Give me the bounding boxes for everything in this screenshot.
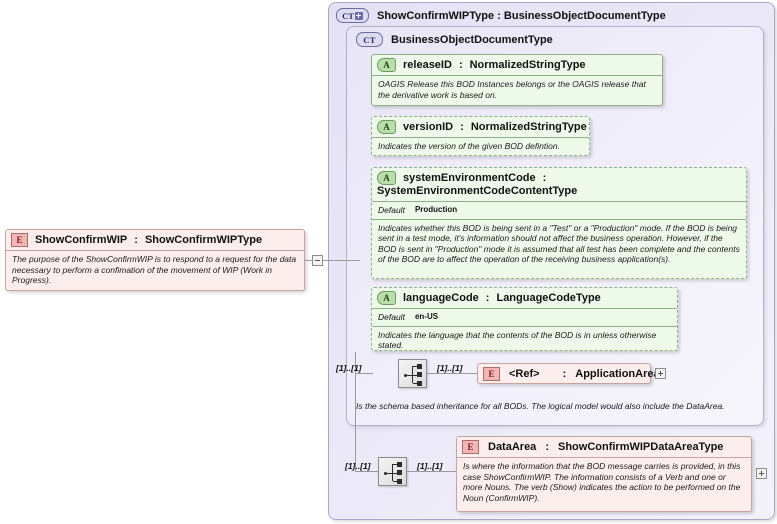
attribute-icon-label: A [383,292,390,303]
complextype-inner-title: BusinessObjectDocumentType [391,33,553,46]
complextype-icon-label: CT [342,10,354,21]
attribute-icon: A [377,120,396,134]
connector-line [355,352,356,374]
element-icon: element-iconE [11,233,28,247]
attribute-languageCode-type: LanguageCodeType [496,291,601,304]
attribute-releaseID-type: NormalizedStringType [469,58,586,71]
sequence-icon[interactable] [398,359,427,388]
attribute-icon-label: A [383,59,390,70]
complextype-inner-header: CT BusinessObjectDocumentType [347,27,763,47]
element-data-area-documentation: Is where the information that the BOD me… [457,457,751,507]
element-application-area-name: <Ref> [509,367,540,380]
element-data-area-type: ShowConfirmWIPDataAreaType [557,440,724,453]
attribute-icon-label: A [383,121,390,132]
attribute-versionID-type: NormalizedStringType [470,120,587,133]
element-data-area[interactable]: E DataArea : ShowConfirmWIPDataAreaType … [456,436,752,512]
element-data-area-title: E DataArea : ShowConfirmWIPDataAreaType [457,437,751,457]
connector-line [355,373,373,374]
element-icon-label: E [488,368,495,379]
complextype-outer-title: ShowConfirmWIPType : BusinessObjectDocum… [377,9,666,22]
root-element-title: element-iconE ShowConfirmWIP : ShowConfi… [6,230,304,250]
attribute-versionID-name: versionID [403,120,454,133]
complextype-outer-header: CT ShowConfirmWIPType : BusinessObjectDo… [329,3,774,23]
attribute-systemEnvironmentCode-default-row: Default Production [372,201,746,219]
attribute-languageCode-separator: : [485,291,490,304]
attribute-languageCode[interactable]: A languageCode : LanguageCodeType Defaul… [371,287,678,351]
element-icon: E [483,367,500,381]
attribute-icon: A [377,171,396,185]
connector-line [355,471,378,472]
default-label: Default [378,312,405,322]
attribute-systemEnvironmentCode[interactable]: A systemEnvironmentCode : SystemEnvironm… [371,167,747,279]
element-application-area-type: ApplicationArea [575,367,660,380]
attribute-systemEnvironmentCode-title: A systemEnvironmentCode : SystemEnvironm… [372,168,746,201]
attribute-systemEnvironmentCode-name: systemEnvironmentCode [403,171,536,184]
complextype-plus-icon[interactable]: CT [336,8,369,23]
connector-line [407,471,456,472]
default-value: en-US [414,312,439,321]
attribute-languageCode-default-row: Default en-US [372,308,677,326]
attribute-releaseID[interactable]: A releaseID : NormalizedStringType OAGIS… [371,54,663,106]
root-element-documentation: The purpose of the ShowConfirmWIP is to … [6,250,304,290]
attribute-versionID-title: A versionID : NormalizedStringType [372,117,589,137]
attribute-icon: A [377,58,396,72]
attribute-languageCode-name: languageCode [403,291,479,304]
expand-toggle-application-area[interactable] [655,368,666,379]
sequence-icon[interactable] [378,457,407,486]
connector-line [355,373,356,472]
collapse-toggle-root[interactable] [312,255,323,266]
attribute-releaseID-documentation: OAGIS Release this BOD Instances belongs… [372,75,662,104]
root-element-separator: : [134,233,138,246]
root-element-show-confirm-wip[interactable]: element-iconE ShowConfirmWIP : ShowConfi… [5,229,305,291]
attribute-versionID-documentation: Indicates the version of the given BOD d… [372,137,589,156]
connector-line [323,260,360,261]
attribute-languageCode-title: A languageCode : LanguageCodeType [372,288,677,308]
attribute-releaseID-separator: : [458,58,463,71]
attribute-versionID[interactable]: A versionID : NormalizedStringType Indic… [371,116,590,156]
element-application-area-title: E <Ref> : ApplicationArea [478,364,660,384]
attribute-systemEnvironmentCode-type: SystemEnvironmentCodeContentType [377,185,578,197]
attribute-icon-label: A [383,172,390,183]
plus-glyph-icon [354,11,363,20]
attribute-versionID-separator: : [460,120,464,133]
cardinality-apparea-right: [1]..[1] [437,363,463,373]
expand-toggle-data-area[interactable] [756,468,767,479]
attribute-languageCode-documentation: Indicates the language that the contents… [372,325,677,355]
complextype-icon[interactable]: CT [356,32,383,47]
element-application-area-separator: : [562,367,567,380]
element-data-area-name: DataArea [488,440,537,453]
cardinality-apparea-left: [1]..[1] [336,363,362,373]
attribute-releaseID-name: releaseID [403,58,452,71]
element-data-area-separator: : [545,440,549,453]
root-element-type: ShowConfirmWIPType [144,233,263,246]
default-label: Default [378,205,405,215]
complextype-inner-note: Is the schema based inheritance for all … [356,401,725,411]
element-icon: E [462,440,479,454]
attribute-systemEnvironmentCode-separator: : [542,171,547,184]
root-element-name: ShowConfirmWIP [35,233,128,246]
attribute-releaseID-title: A releaseID : NormalizedStringType [372,55,662,75]
complextype-inner-icon-label: CT [363,34,376,45]
element-icon-label: E [467,441,474,452]
attribute-icon: A [377,291,396,305]
connector-line [427,373,477,374]
cardinality-dataarea-right: [1]..[1] [417,461,443,471]
attribute-systemEnvironmentCode-documentation: Indicates whether this BOD is being sent… [372,218,746,269]
default-value: Production [414,205,458,214]
connector-line [305,260,312,261]
cardinality-dataarea-left: [1]..[1] [345,461,371,471]
element-application-area-ref[interactable]: E <Ref> : ApplicationArea [477,363,660,384]
